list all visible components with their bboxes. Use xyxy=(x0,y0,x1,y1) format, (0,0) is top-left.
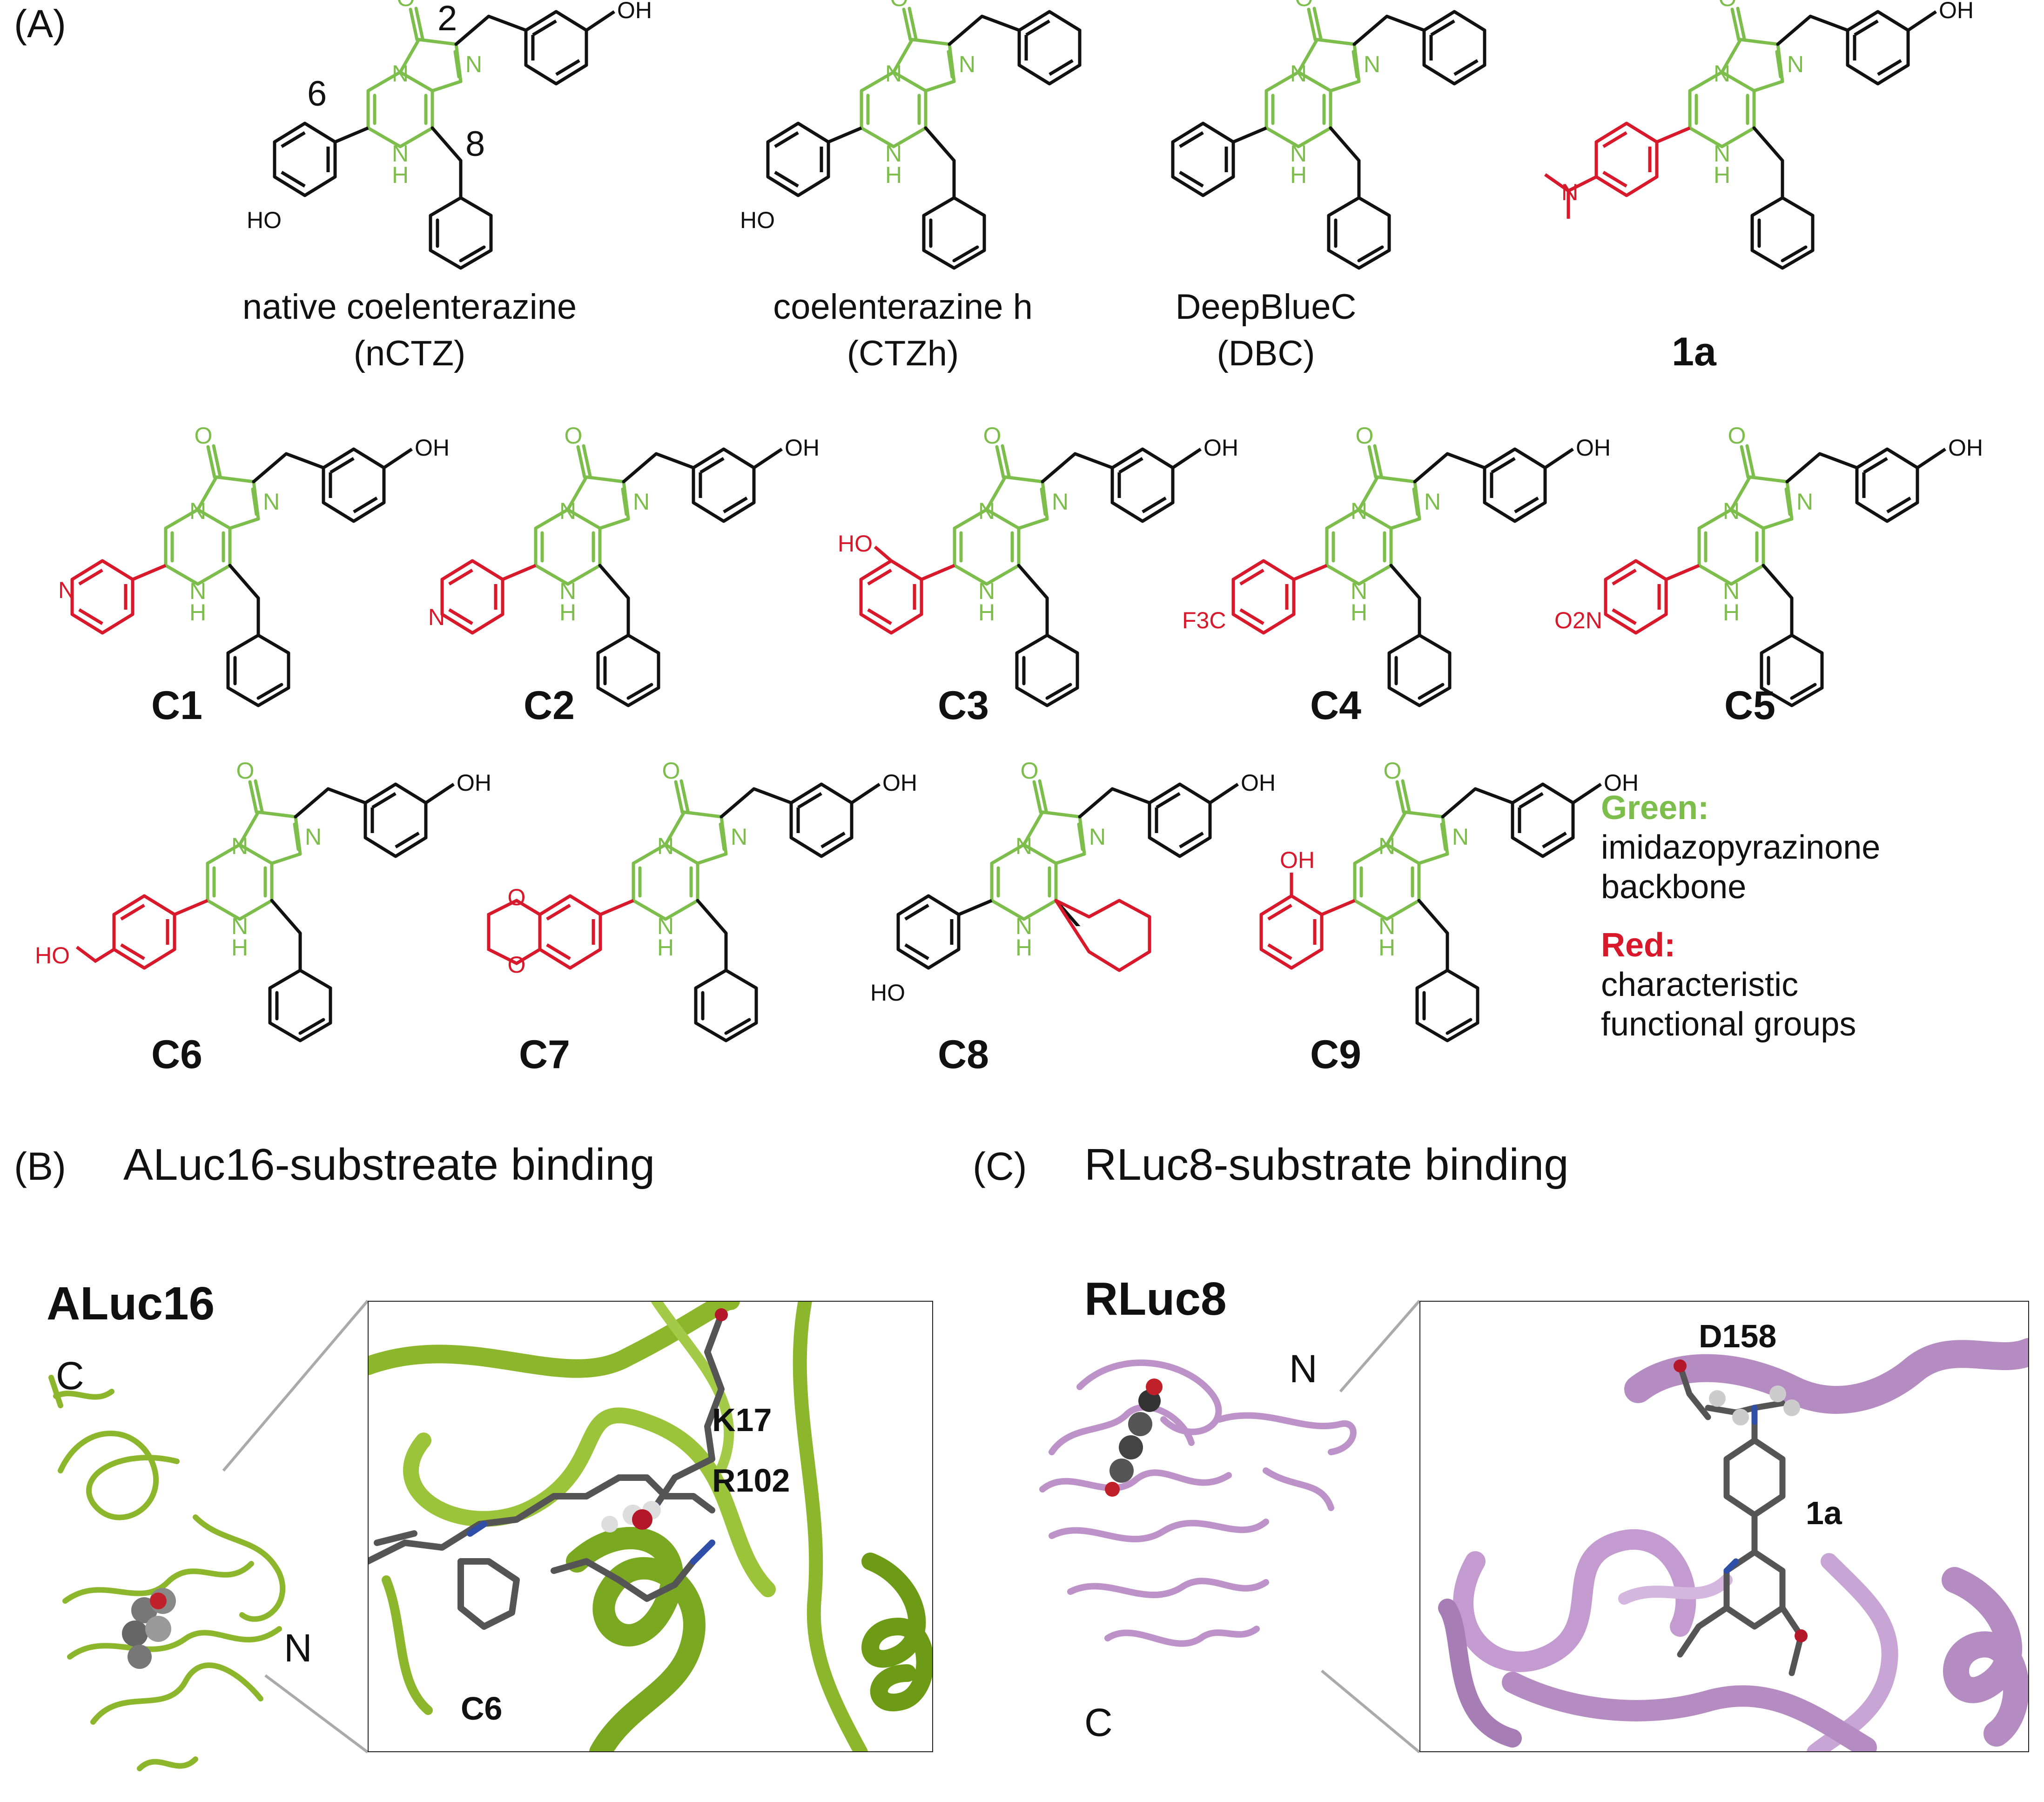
compound-id-c5: C5 xyxy=(1724,683,1775,728)
compound-c6: HO xyxy=(35,758,491,1041)
svg-text:6: 6 xyxy=(307,74,327,114)
compound-c7: O O xyxy=(487,758,917,1041)
residue-r102: R102 xyxy=(712,1462,790,1499)
svg-text:N: N xyxy=(58,577,75,603)
svg-text:N: N xyxy=(428,604,445,630)
compound-id-c7: C7 xyxy=(519,1032,570,1077)
compound-c9: OH xyxy=(1261,758,1639,1041)
svg-text:HO: HO xyxy=(740,207,775,233)
panel-b-title: ALuc16-substreate binding xyxy=(123,1140,655,1190)
svg-text:HO: HO xyxy=(247,207,282,233)
aluc16-overview xyxy=(48,1375,286,1771)
ligand-1a-label: 1a xyxy=(1806,1495,1842,1531)
compound-c2: N xyxy=(428,423,820,706)
compound-id-c6: C6 xyxy=(151,1032,202,1077)
svg-text:OH: OH xyxy=(1280,847,1315,873)
aluc16-ligand-spheres xyxy=(122,1588,176,1669)
residue-d158: D158 xyxy=(1699,1318,1776,1354)
rluc8-c-terminus: C xyxy=(1084,1701,1113,1744)
color-legend: Green: imidazopyrazinone backbone Red: c… xyxy=(1601,789,1880,1043)
compound-abbr-1: (nCTZ) xyxy=(354,334,466,373)
svg-text:characteristic: characteristic xyxy=(1601,966,1798,1003)
compound-id-1a: 1a xyxy=(1672,329,1717,374)
rluc8-n-terminus: N xyxy=(1289,1347,1318,1391)
svg-text:N: N xyxy=(1561,179,1578,205)
compound-1a: N xyxy=(1544,0,1974,268)
zoom-guide-line xyxy=(264,1674,369,1754)
compound-c8: HO xyxy=(870,758,1276,1047)
svg-text:HO: HO xyxy=(35,942,70,968)
svg-text:F3C: F3C xyxy=(1182,607,1226,633)
panel-a-label: (A) xyxy=(14,2,66,46)
aluc16-n-terminus: N xyxy=(284,1626,312,1670)
svg-text:HO: HO xyxy=(838,531,873,557)
rluc8-zoom-view: D158 1a xyxy=(1419,1301,2029,1752)
compound-c1: N xyxy=(58,423,450,706)
svg-text:2: 2 xyxy=(437,0,457,38)
compound-c3: HO xyxy=(838,423,1238,706)
compound-c4: F3C xyxy=(1182,423,1611,706)
compound-dbc xyxy=(1173,0,1485,268)
residue-k17: K17 xyxy=(712,1402,772,1438)
compound-id-c1: C1 xyxy=(151,683,202,728)
compound-ctzh: HO xyxy=(740,0,1080,268)
compound-id-c8: C8 xyxy=(938,1032,989,1077)
zoom-guide-line xyxy=(222,1300,369,1472)
compound-id-c4: C4 xyxy=(1310,683,1361,728)
compound-name-1: native coelenterazine xyxy=(242,287,577,327)
svg-text:functional groups: functional groups xyxy=(1601,1006,1856,1043)
compound-id-c9: C9 xyxy=(1310,1032,1361,1077)
panel-b-label: (B) xyxy=(14,1144,66,1188)
legend-green-heading: Green: xyxy=(1601,789,1709,827)
compound-name-2: coelenterazine h xyxy=(773,287,1033,327)
rluc8-label: RLuc8 xyxy=(1084,1273,1227,1325)
svg-text:O: O xyxy=(508,884,526,910)
compound-abbr-2: (CTZh) xyxy=(847,334,959,373)
aluc16-zoom-view: K17 R102 C6 xyxy=(368,1301,933,1752)
svg-text:HO: HO xyxy=(870,980,905,1006)
zoom-guide-line xyxy=(1339,1300,1421,1392)
legend-red-heading: Red: xyxy=(1601,927,1675,964)
compound-id-c3: C3 xyxy=(938,683,989,728)
svg-text:O: O xyxy=(508,952,526,978)
rluc8-overview xyxy=(1039,1359,1357,1647)
svg-text:backbone: backbone xyxy=(1601,868,1746,906)
zoom-guide-line xyxy=(1321,1669,1420,1754)
panel-c-label: (C) xyxy=(973,1144,1027,1188)
rluc8-ligand-spheres xyxy=(1105,1378,1163,1497)
aluc16-c-terminus: C xyxy=(56,1354,84,1398)
aluc16-label: ALuc16 xyxy=(47,1278,215,1330)
svg-text:imidazopyrazinone: imidazopyrazinone xyxy=(1601,829,1880,866)
panel-c-title: RLuc8-substrate binding xyxy=(1084,1140,1569,1190)
compound-abbr-3: (DBC) xyxy=(1217,334,1315,373)
compound-nctz: HO 2 6 8 xyxy=(247,0,652,268)
compound-name-3: DeepBlueC xyxy=(1176,287,1357,327)
svg-text:8: 8 xyxy=(465,124,485,164)
svg-text:O2N: O2N xyxy=(1554,607,1602,633)
ligand-c6-label: C6 xyxy=(461,1690,502,1727)
compound-c5: O2N xyxy=(1554,423,1983,706)
compound-id-c2: C2 xyxy=(524,683,575,728)
